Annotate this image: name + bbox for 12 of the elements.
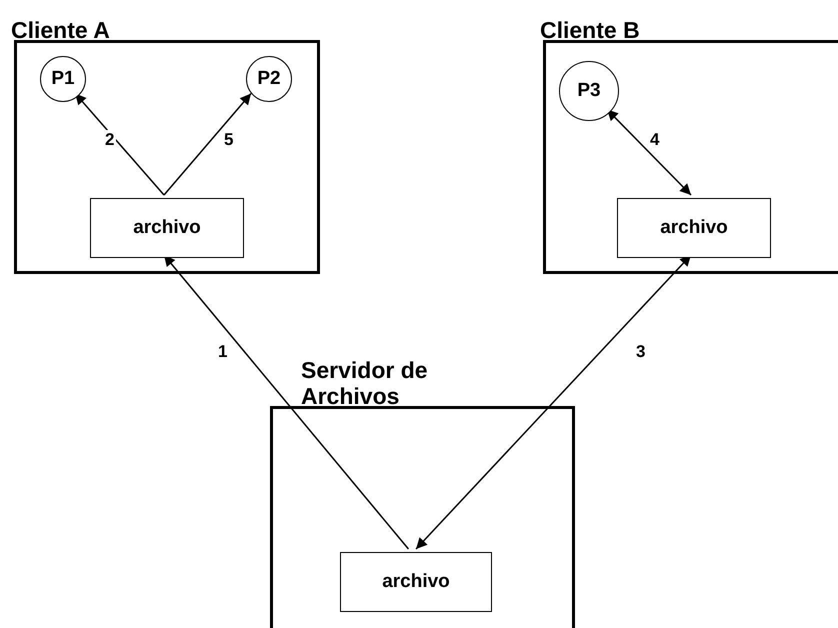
file-box: archivo: [90, 198, 244, 258]
process-circle: P3: [559, 61, 619, 121]
arrow: [606, 108, 692, 196]
box-heading: Servidor de Archivos: [301, 357, 429, 409]
file-box: archivo: [617, 198, 771, 258]
process-circle: P1: [40, 56, 86, 102]
arrow: [74, 92, 165, 196]
arrow: [163, 92, 252, 196]
box-heading: Cliente A: [11, 17, 110, 43]
box-heading: Cliente B: [540, 17, 640, 43]
file-box: archivo: [340, 552, 492, 612]
process-circle: P2: [246, 56, 292, 102]
